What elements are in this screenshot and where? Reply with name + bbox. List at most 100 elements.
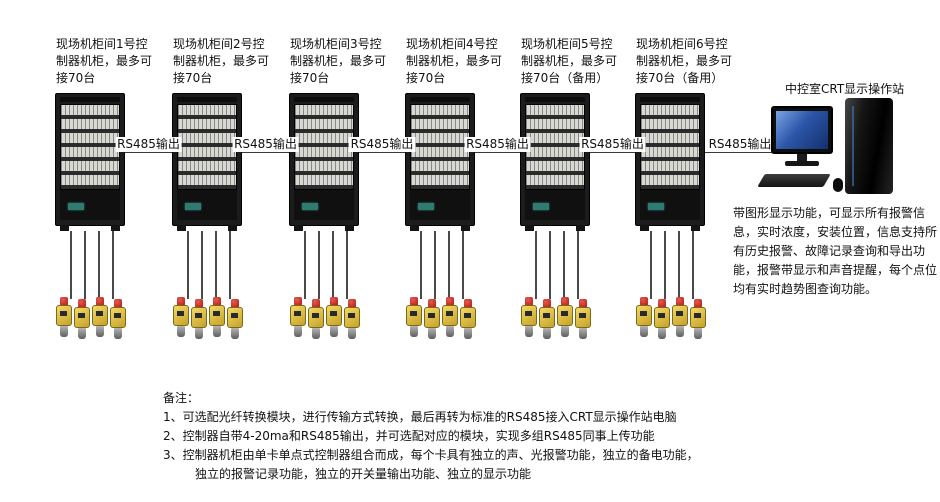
cabinet-module-rows xyxy=(60,104,120,190)
monitor-stand xyxy=(797,154,807,162)
detector-body xyxy=(654,307,670,328)
cable xyxy=(70,231,72,299)
gas-detector xyxy=(424,299,440,341)
notes-section: 备注： 1、可选配光纤转换模块，进行传输方式转换，最后再转为标准的RS485接入… xyxy=(163,389,699,484)
detector-body xyxy=(290,305,306,326)
alarm-beacon xyxy=(294,297,302,306)
cable xyxy=(229,231,231,299)
notes-title: 备注： xyxy=(163,391,200,405)
signal-cables xyxy=(535,231,579,299)
cable xyxy=(549,231,551,299)
cabinet-module-rows xyxy=(640,104,700,190)
detector-body xyxy=(209,305,225,326)
detector-sensor xyxy=(177,326,185,337)
detector-body xyxy=(575,307,591,328)
alarm-beacon xyxy=(464,299,472,308)
cabinet-label: 现场机柜间1号控制器机柜，最多可接70台 xyxy=(56,37,153,85)
cabinet-foot xyxy=(60,225,69,231)
gas-detector xyxy=(442,297,458,339)
cabinet-label: 现场机柜间4号控制器机柜，最多可接70台 xyxy=(406,37,503,85)
gas-detector xyxy=(191,299,207,341)
detector-sensor xyxy=(410,326,418,337)
detector-body xyxy=(406,305,422,326)
signal-cables xyxy=(187,231,231,299)
detector-body xyxy=(308,307,324,328)
monitor-base xyxy=(785,161,819,166)
control-station: 中控室CRT显示操作站 带图形显示功能，可显示所有报警信息，实时浓度，安装位置，… xyxy=(733,80,940,500)
cable xyxy=(664,231,666,299)
cabinet-header xyxy=(640,97,700,102)
cabinet-bottom-panel xyxy=(60,190,120,220)
detector-body xyxy=(326,305,342,326)
gas-detector xyxy=(56,297,72,339)
station-title: 中控室CRT显示操作站 xyxy=(785,82,905,96)
cabinet-header xyxy=(525,97,585,102)
cabinet-display-screen xyxy=(68,203,84,210)
keyboard xyxy=(757,174,831,187)
computer-tower xyxy=(845,98,893,194)
cabinet-foot xyxy=(294,225,303,231)
cabinet-foot xyxy=(177,225,186,231)
gas-detector xyxy=(209,297,225,339)
cabinet-foot xyxy=(640,225,649,231)
cabinet-label: 现场机柜间2号控制器机柜，最多可接70台 xyxy=(173,37,270,85)
detector-sensor xyxy=(195,328,203,339)
cabinet-foot xyxy=(525,225,534,231)
alarm-beacon xyxy=(312,299,320,308)
cable xyxy=(434,231,436,299)
cabinet-module-rows xyxy=(410,104,470,190)
detector-sensor xyxy=(312,328,320,339)
gas-detector-cluster xyxy=(517,297,595,341)
signal-cables xyxy=(420,231,464,299)
cabinet-foot xyxy=(228,225,237,231)
cable xyxy=(678,231,680,299)
alarm-beacon xyxy=(694,299,702,308)
note-line: 2、控制器自带4-20ma和RS485输出，并可选配对应的模块，实现多组RS48… xyxy=(163,429,655,443)
server-cabinet xyxy=(405,93,475,226)
cabinet-foot xyxy=(691,225,700,231)
detector-body xyxy=(539,307,555,328)
cabinet-foot xyxy=(410,225,419,231)
detector-body xyxy=(191,307,207,328)
alarm-beacon xyxy=(658,299,666,308)
rs485-connection-1: RS485输出 xyxy=(115,134,182,153)
gas-detector-cluster xyxy=(52,297,130,341)
rs485-connection-3: RS485输出 xyxy=(348,134,416,153)
gas-detector xyxy=(406,297,422,339)
server-cabinet xyxy=(55,93,125,226)
cabinet-bottom-panel xyxy=(410,190,470,220)
gas-detector xyxy=(557,297,573,339)
alarm-beacon xyxy=(60,297,68,306)
mouse xyxy=(833,178,843,192)
gas-detector xyxy=(290,297,306,339)
cabinet-group-2: 现场机柜间2号控制器机柜，最多可接70台 xyxy=(172,0,269,360)
detector-sensor xyxy=(464,328,472,339)
cabinet-foot xyxy=(111,225,120,231)
rs485-label: RS485输出 xyxy=(706,137,774,152)
alarm-beacon xyxy=(561,297,569,306)
detector-body xyxy=(672,305,688,326)
cable xyxy=(215,231,217,299)
gas-detector xyxy=(460,299,476,341)
rs485-label: RS485输出 xyxy=(115,137,182,152)
detector-body xyxy=(56,305,72,326)
detector-body xyxy=(74,307,90,328)
cabinet-group-6: 现场机柜间6号控制器机柜，最多可接70台（备用） xyxy=(635,0,732,360)
server-cabinet xyxy=(289,93,359,226)
cable xyxy=(563,231,565,299)
station-description: 带图形显示功能，可显示所有报警信息，实时浓度，安装位置，信息支持所有历史报警、故… xyxy=(733,206,938,296)
gas-detector xyxy=(690,299,706,341)
cable xyxy=(98,231,100,299)
alarm-beacon xyxy=(96,297,104,306)
cabinet-display-screen xyxy=(648,203,664,210)
cabinet-module-rows xyxy=(294,104,354,190)
detector-body xyxy=(557,305,573,326)
alarm-beacon xyxy=(177,297,185,306)
cabinet-group-1: 现场机柜间1号控制器机柜，最多可接70台 xyxy=(52,0,152,360)
detector-body xyxy=(636,305,652,326)
gas-detector xyxy=(521,297,537,339)
cabinet-label: 现场机柜间6号控制器机柜，最多可接70台（备用） xyxy=(636,37,733,85)
rs485-line xyxy=(590,152,635,153)
rs485-line xyxy=(125,152,172,153)
rs485-line xyxy=(475,152,520,153)
